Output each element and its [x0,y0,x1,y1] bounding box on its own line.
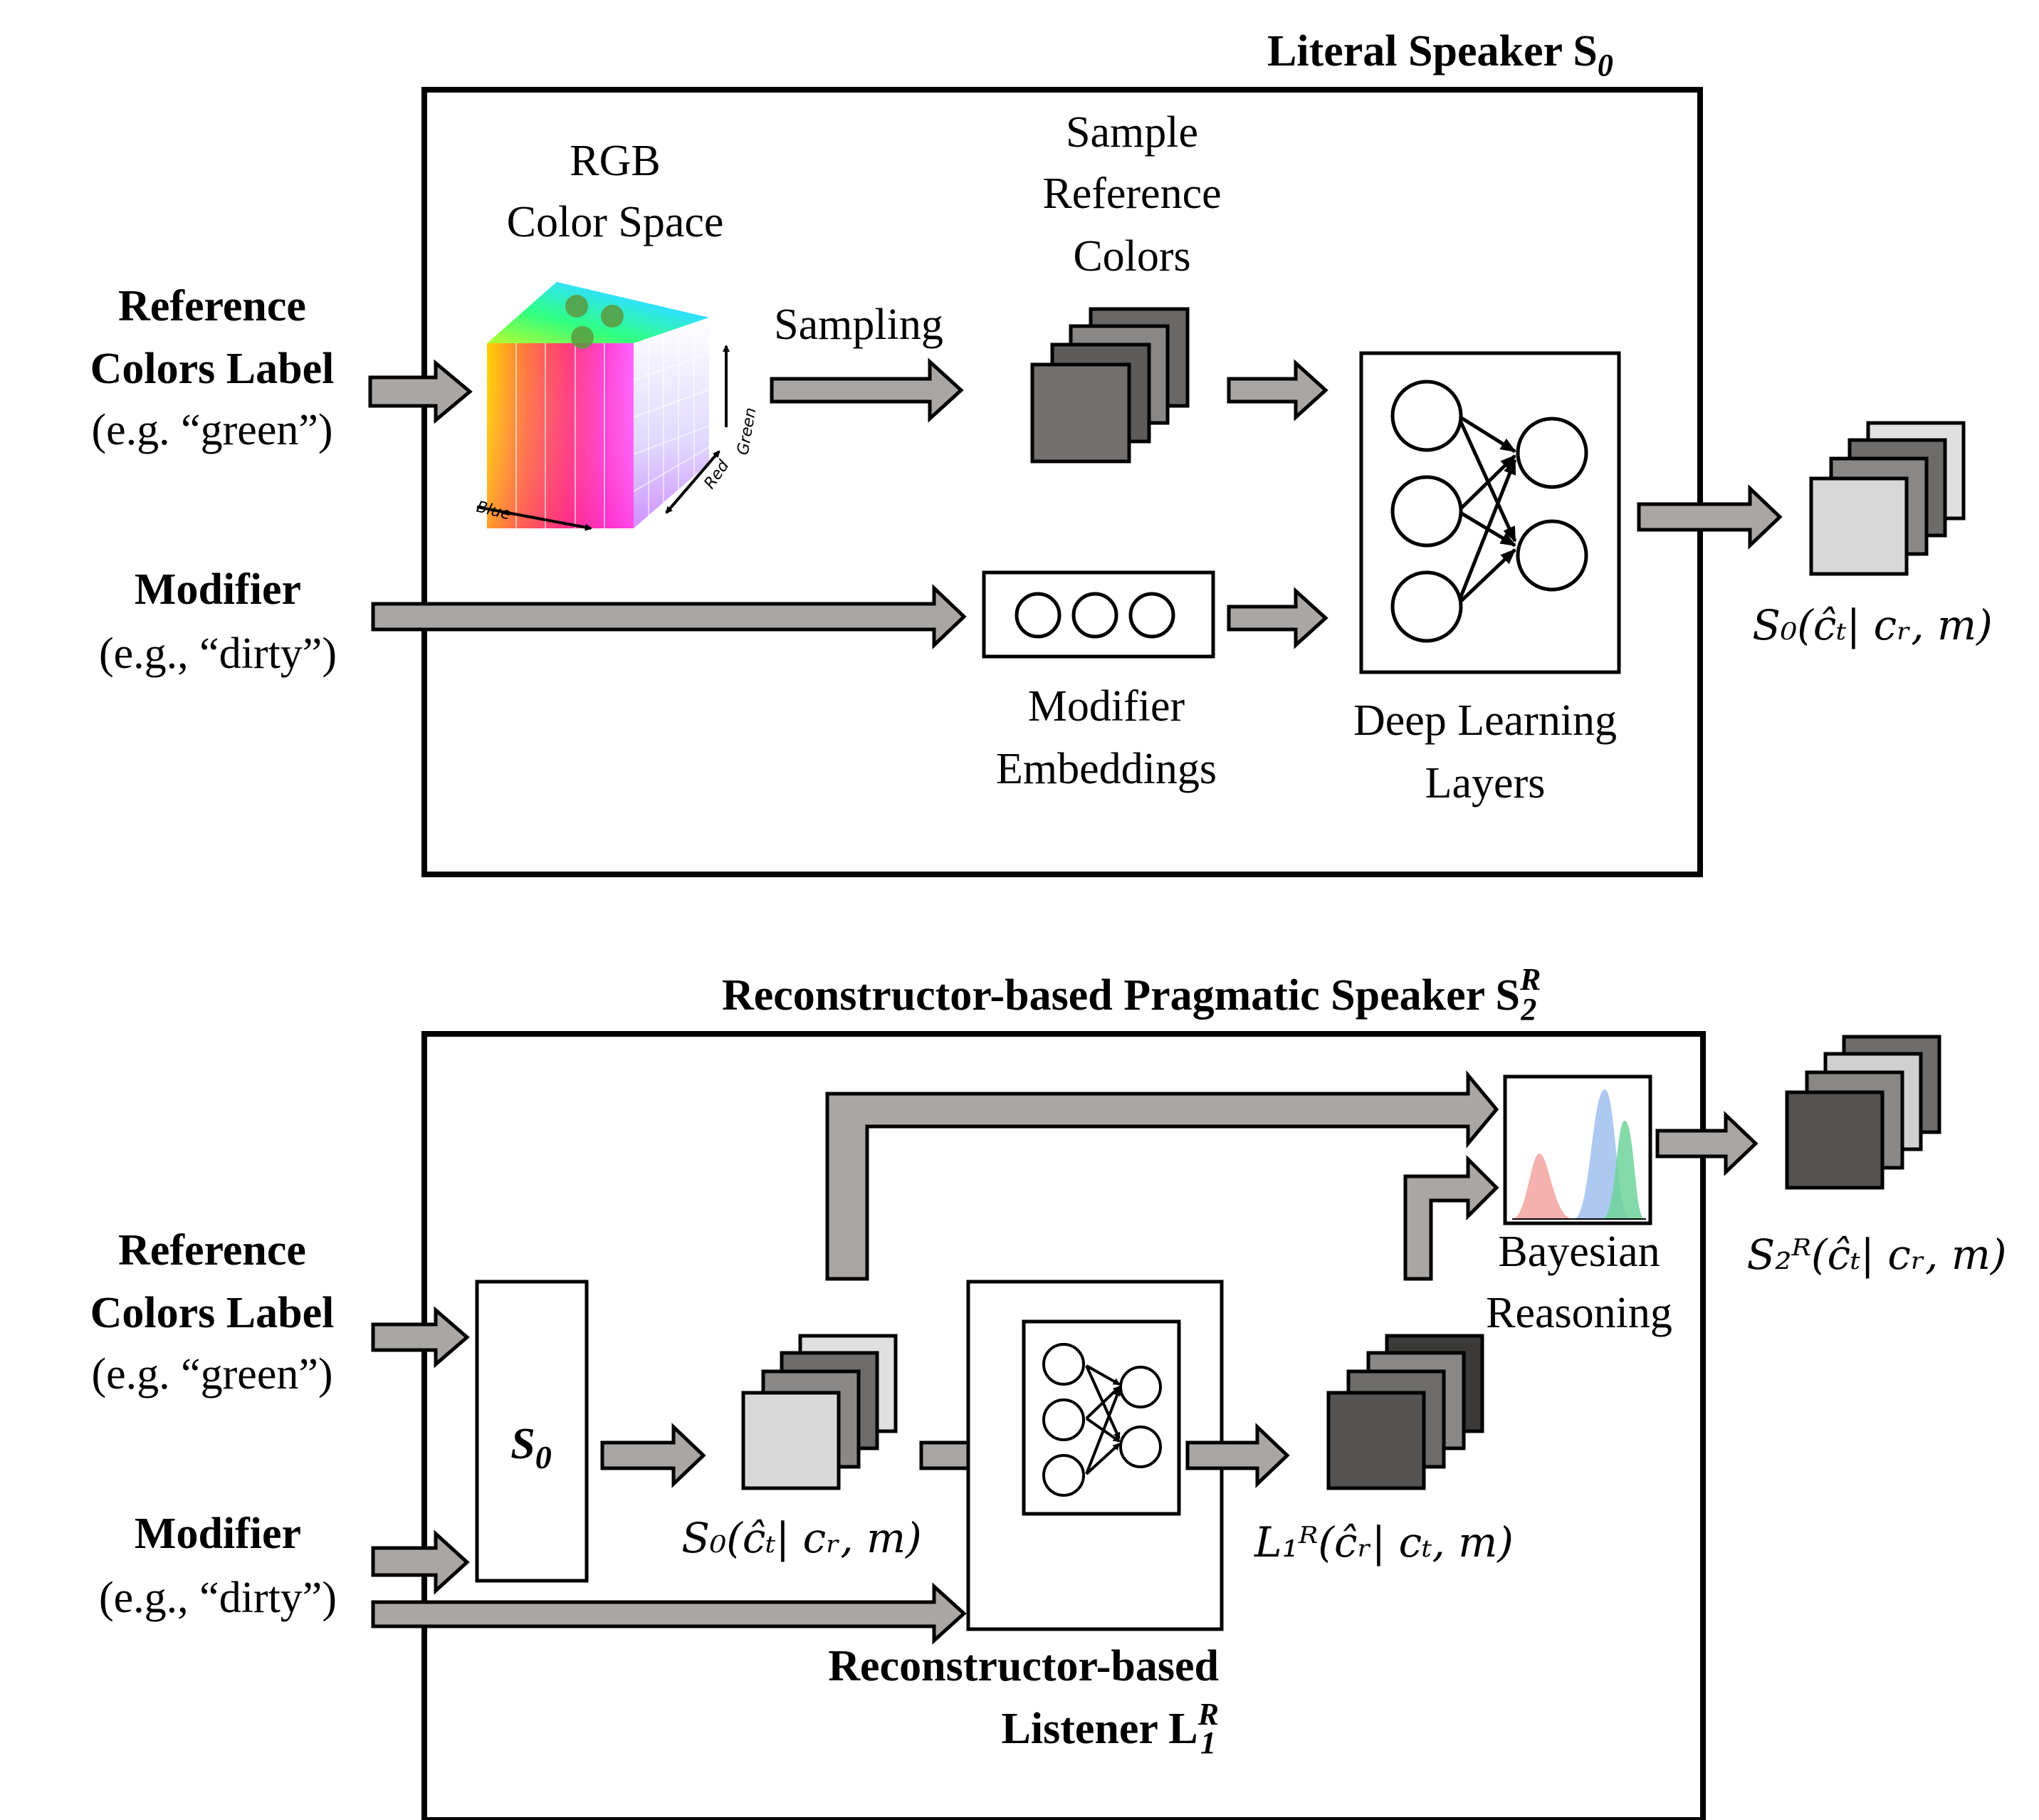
deep-learning-label: Deep Learning Layers [1353,696,1617,807]
arrow-s0-to-bayes [825,1070,1499,1281]
arrow-modifier-to-embeddings [371,584,967,649]
bottom-panel-title: Reconstructor-based Pragmatic Speaker SR… [722,962,1541,1027]
svg-text:Embeddings: Embeddings [996,745,1217,793]
svg-text:Listener LR1: Listener LR1 [1002,1697,1219,1760]
svg-text:Color Space: Color Space [507,198,724,246]
s0-output-stack [1809,421,1966,576]
arrow-s0-to-stack [600,1423,706,1488]
svg-text:(e.g., “dirty”): (e.g., “dirty”) [99,1574,337,1622]
top-modifier-label: Modifier (e.g., “dirty”) [99,565,337,678]
bayesian-distribution-icon [1512,1089,1646,1220]
svg-text:Reconstructor-based: Reconstructor-based [828,1642,1219,1690]
arrow-modifier-to-listener [371,1582,967,1645]
l1-output-stack [1326,1334,1484,1490]
svg-text:Modifier: Modifier [135,565,301,614]
svg-text:Reference: Reference [118,282,306,330]
modifier-embeddings-label: Modifier Embeddings [996,682,1217,793]
svg-text:RGB: RGB [570,137,660,185]
svg-text:Reasoning: Reasoning [1486,1289,1672,1337]
arrow-ref-to-cube [368,359,473,424]
svg-text:Deep Learning: Deep Learning [1353,696,1617,745]
arrow-l1-to-bayes [1403,1154,1499,1281]
s0-bottom-output-stack [741,1334,898,1490]
bottom-modifier-label: Modifier (e.g., “dirty”) [99,1510,337,1622]
top-panel-title: Literal Speaker S0 [1267,27,1613,83]
svg-text:Reference: Reference [118,1226,306,1275]
top-ref-colors-label: Reference Colors Label (e.g. “green”) [90,282,335,454]
bottom-panel-frame [421,1031,1706,1820]
top-panel-frame [421,87,1703,877]
svg-text:(e.g., “dirty”): (e.g., “dirty”) [99,629,337,678]
listener-neural-net-icon [1042,1343,1162,1497]
l1-output-label: L₁ᴿ(ĉᵣ| cₜ, m) [1254,1518,1514,1567]
arrow-samples-to-dl [1227,359,1328,422]
embedding-circles [1015,592,1175,639]
svg-text:Colors: Colors [1073,232,1190,281]
s0-output-label: S₀(ĉₜ| cᵣ, m) [1752,601,1993,649]
svg-text:(e.g. “green”): (e.g. “green”) [91,1350,332,1398]
sample-reference-colors-label: Sample Reference Colors [1042,108,1221,281]
axis-label-green: Green [734,407,760,456]
arrow-bayes-to-output [1655,1111,1758,1176]
svg-text:Colors Label: Colors Label [90,1289,335,1337]
sampling-label: Sampling [774,300,943,349]
s2-output-stack [1785,1035,1941,1190]
s0-bottom-output-label: S₀(ĉₜ| cᵣ, m) [681,1514,922,1562]
sample-reference-colors-stack [1030,307,1190,464]
svg-text:Modifier: Modifier [135,1510,301,1558]
s0-box-label: S0 [510,1420,551,1475]
svg-text:Bayesian: Bayesian [1498,1228,1660,1276]
s0-box [475,1280,589,1583]
svg-text:Layers: Layers [1425,759,1546,807]
s2-output-label: S₂ᴿ(ĉₜ| cᵣ, m) [1747,1230,2007,1279]
svg-text:Sample: Sample [1066,108,1198,157]
svg-text:Colors Label: Colors Label [90,345,335,393]
rgb-color-space-label: RGB Color Space [507,137,724,246]
neural-net-icon [1390,380,1588,643]
svg-text:Modifier: Modifier [1028,682,1185,731]
svg-text:(e.g. “green”): (e.g. “green”) [91,406,332,454]
arrow-modifier-to-s0 [371,1529,470,1595]
arrow-sampling [770,357,964,423]
arrow-dl-to-output [1637,484,1783,550]
svg-text:Reference: Reference [1042,169,1221,218]
arrow-listener-to-l1-stack [1185,1423,1290,1488]
bayesian-label: Bayesian Reasoning [1486,1228,1672,1337]
arrow-ref-to-s0 [371,1306,470,1369]
bottom-ref-colors-label: Reference Colors Label (e.g. “green”) [90,1226,335,1398]
rgb-cube-icon: Blue Red Green [475,282,760,531]
arrow-embeddings-to-dl [1227,587,1328,649]
